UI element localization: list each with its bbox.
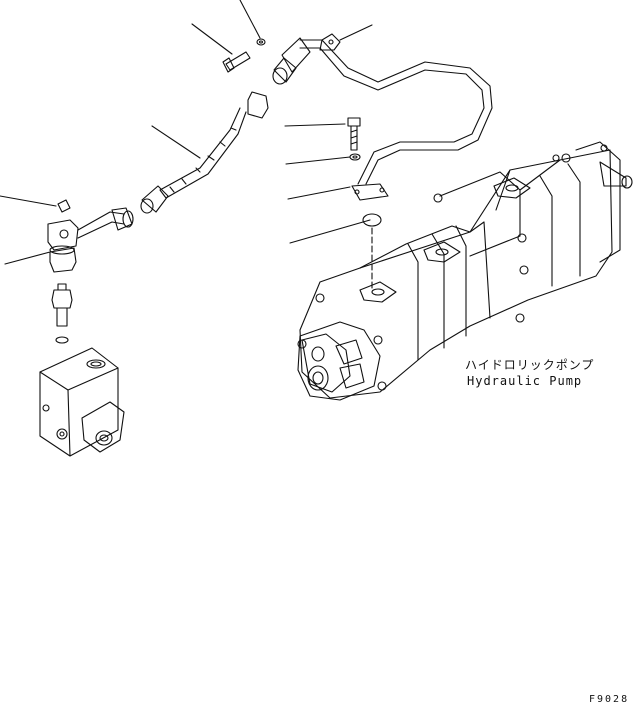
leader-line	[0, 195, 57, 207]
hydraulic-pump	[297, 141, 633, 401]
leader-line	[339, 24, 373, 41]
pump-label-english: Hydraulic Pump	[467, 374, 583, 388]
upper-bolt	[222, 38, 266, 73]
rigid-tube	[272, 33, 493, 201]
flange-bolt	[347, 117, 382, 291]
figure-code: F9028	[589, 694, 630, 705]
flexible-hose	[140, 91, 269, 214]
short-tube	[47, 199, 134, 273]
leader-line	[151, 125, 201, 159]
adapter-nipple	[51, 283, 73, 344]
leader-line	[287, 186, 351, 200]
leader-line	[289, 219, 371, 244]
leader-line	[239, 0, 261, 39]
leader-line	[4, 251, 51, 265]
leader-lines	[0, 0, 373, 265]
leader-line	[285, 156, 351, 165]
leader-line	[191, 23, 233, 55]
leader-line	[284, 123, 346, 127]
valve-block	[39, 347, 125, 457]
pump-label-japanese: ハイドロリックポンプ	[465, 358, 595, 372]
